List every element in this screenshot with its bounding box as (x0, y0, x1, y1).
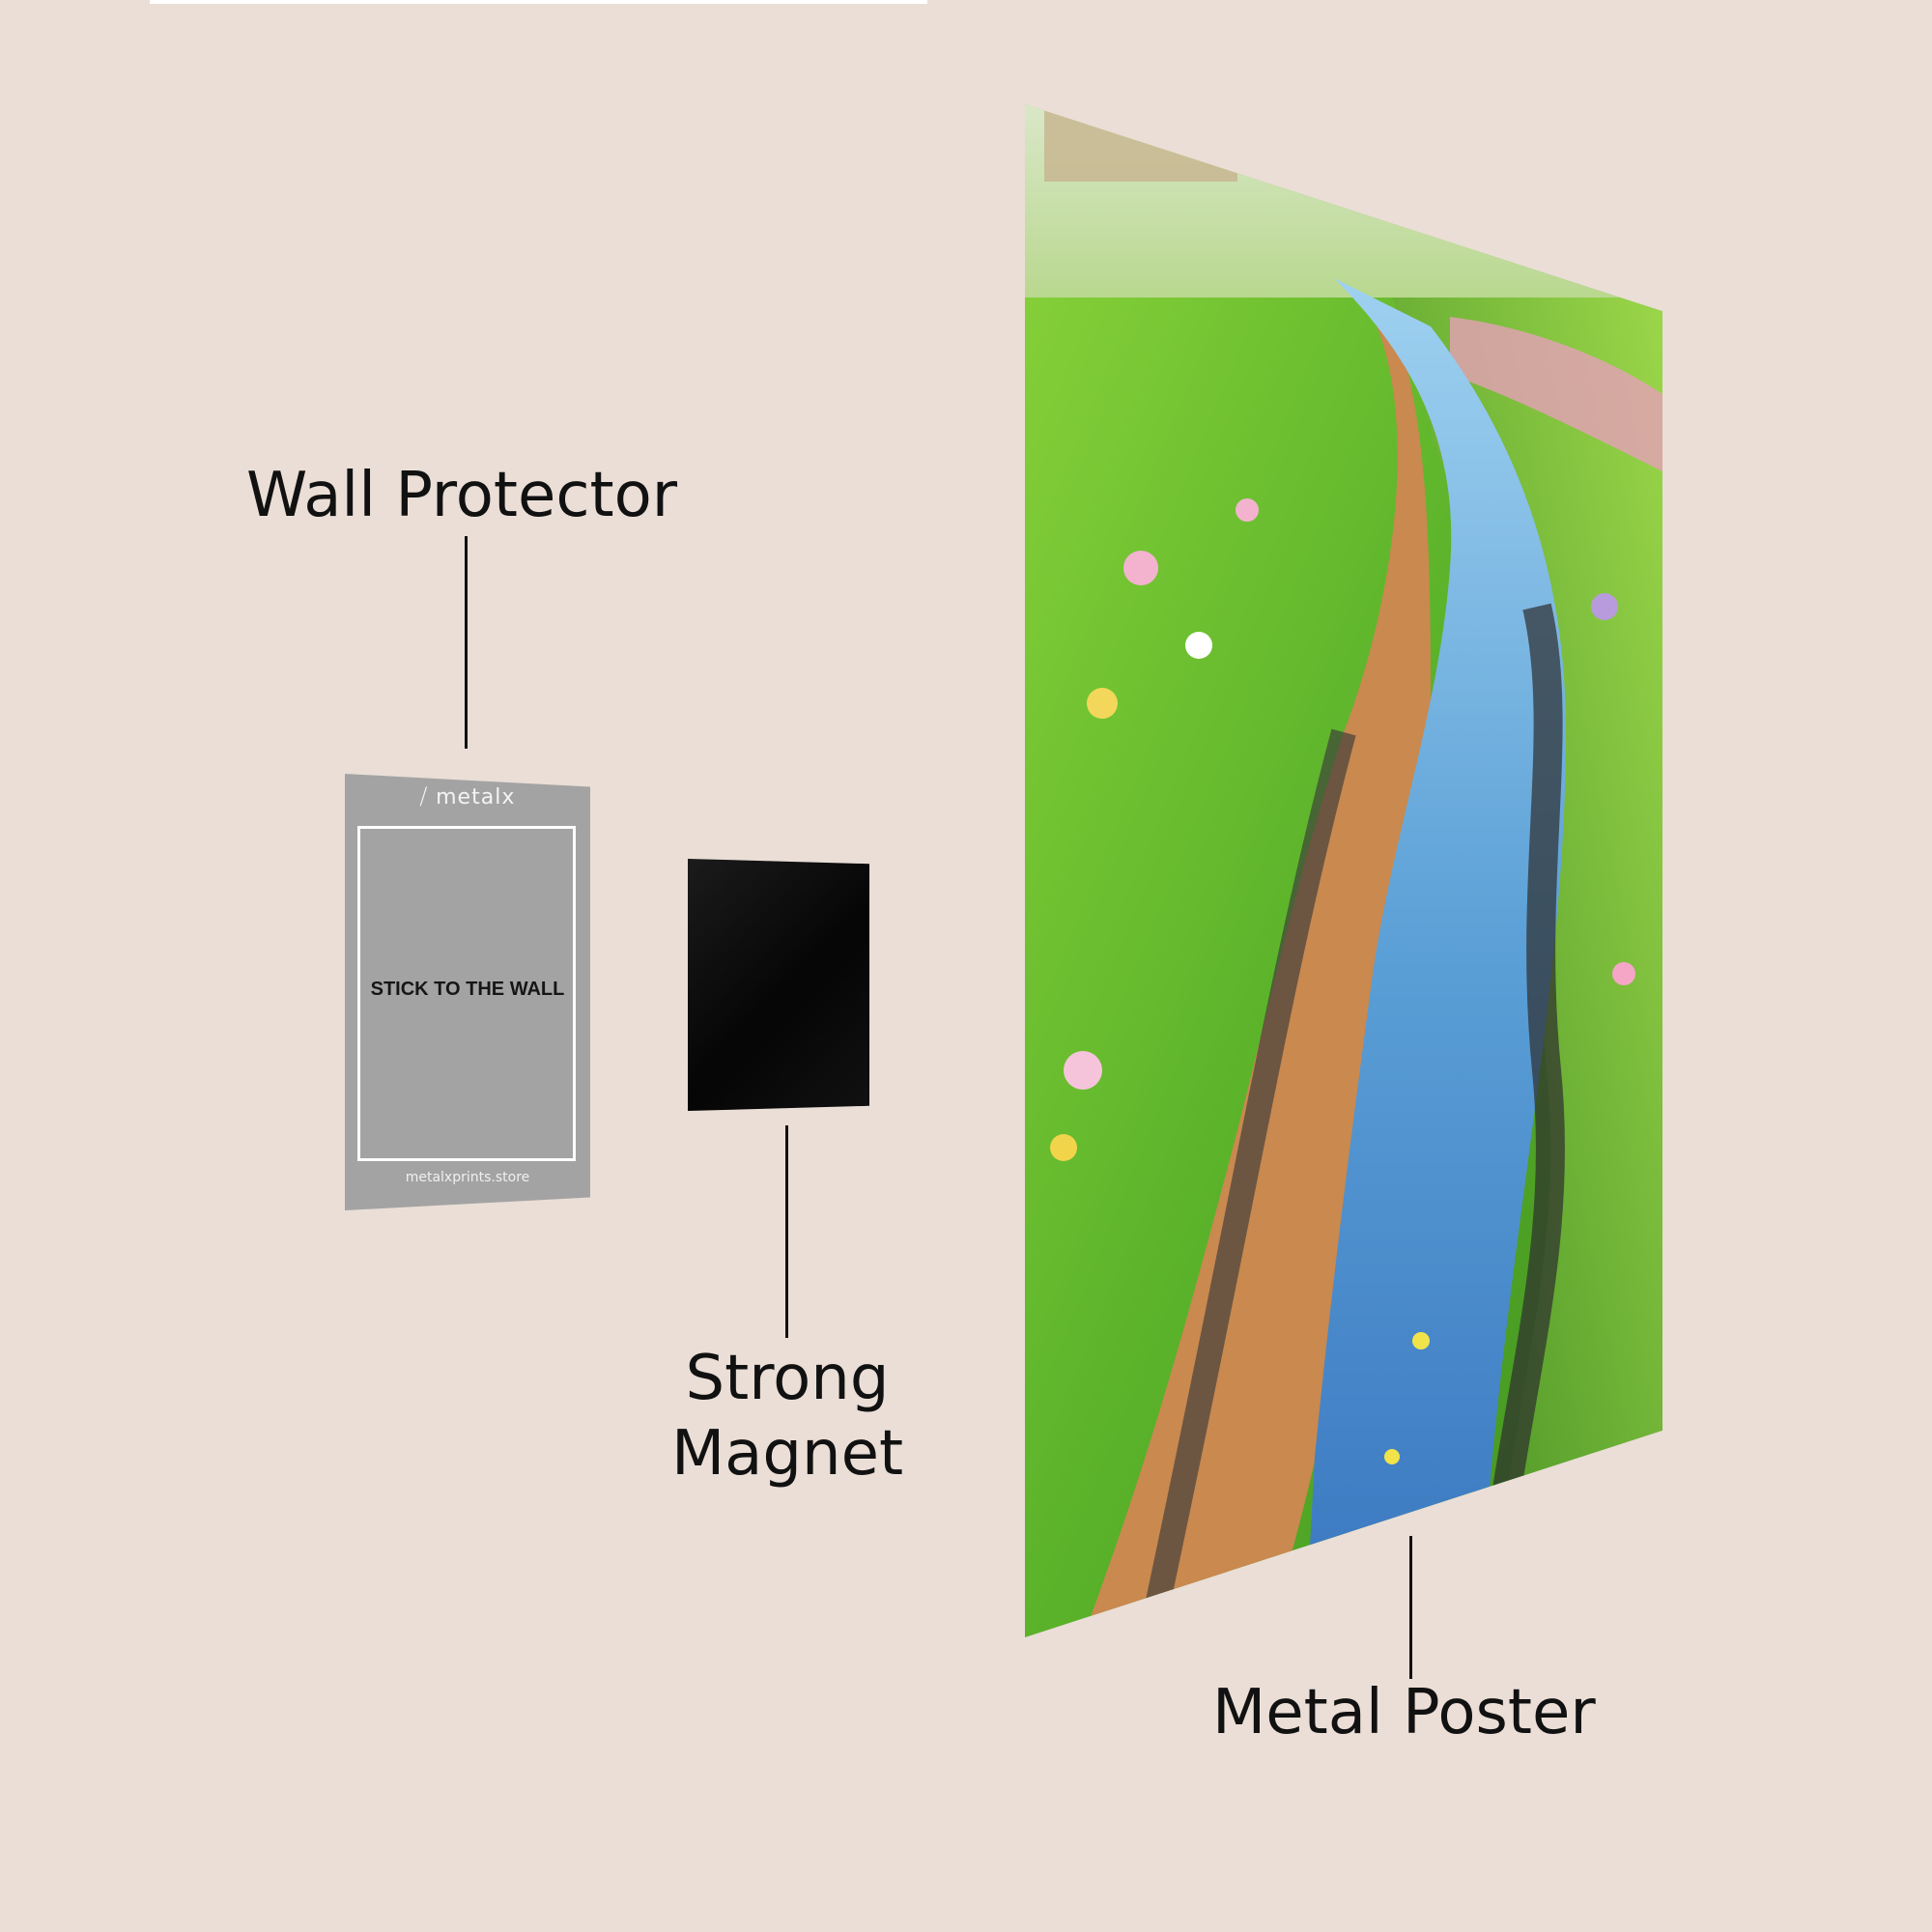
poster-flower (1087, 688, 1118, 719)
poster-flower (1384, 1449, 1400, 1464)
poster-flower (1412, 1332, 1430, 1350)
poster-flower (1064, 1051, 1102, 1090)
metal-poster-leader-line (1409, 1536, 1412, 1679)
metalx-logo: ⧸ metalx (419, 785, 516, 810)
metal-poster-label: Metal Poster (1212, 1677, 1596, 1748)
poster-flowers-right (1450, 317, 1662, 471)
poster-building (1044, 104, 1237, 182)
wall-protector: ⧸ metalx STICK TO THE WALL metalxprints.… (345, 774, 590, 1210)
poster-flower (1123, 551, 1158, 585)
metal-poster (1025, 104, 1662, 1637)
strong-magnet-label-line2: Magnet (670, 1418, 904, 1490)
strong-magnet (688, 859, 869, 1111)
poster-right-bank (1392, 298, 1662, 1637)
landscape-stream-image (1025, 104, 1662, 1637)
wall-protector-leader-line (465, 536, 468, 749)
poster-stone-edge-right (1474, 603, 1565, 1637)
top-strip (150, 0, 927, 4)
poster-flower (1612, 962, 1635, 985)
poster-stream (1305, 278, 1566, 1637)
poster-flower (1050, 1134, 1077, 1161)
wall-protector-label: Wall Protector (246, 460, 678, 531)
strong-magnet-label: Strong Magnet (667, 1341, 908, 1492)
poster-flower (1591, 593, 1618, 620)
poster-horizon (1025, 104, 1662, 298)
protector-url: metalxprints.store (405, 1170, 530, 1185)
strong-magnet-label-line1: Strong (685, 1343, 890, 1414)
poster-stone-edge-left (1138, 728, 1356, 1637)
strong-magnet-leader-line (785, 1125, 788, 1338)
protector-inner-frame (357, 826, 576, 1161)
poster-flower (1236, 498, 1259, 522)
stick-to-wall-text: STICK TO THE WALL (370, 979, 565, 1000)
poster-flower (1185, 632, 1212, 659)
